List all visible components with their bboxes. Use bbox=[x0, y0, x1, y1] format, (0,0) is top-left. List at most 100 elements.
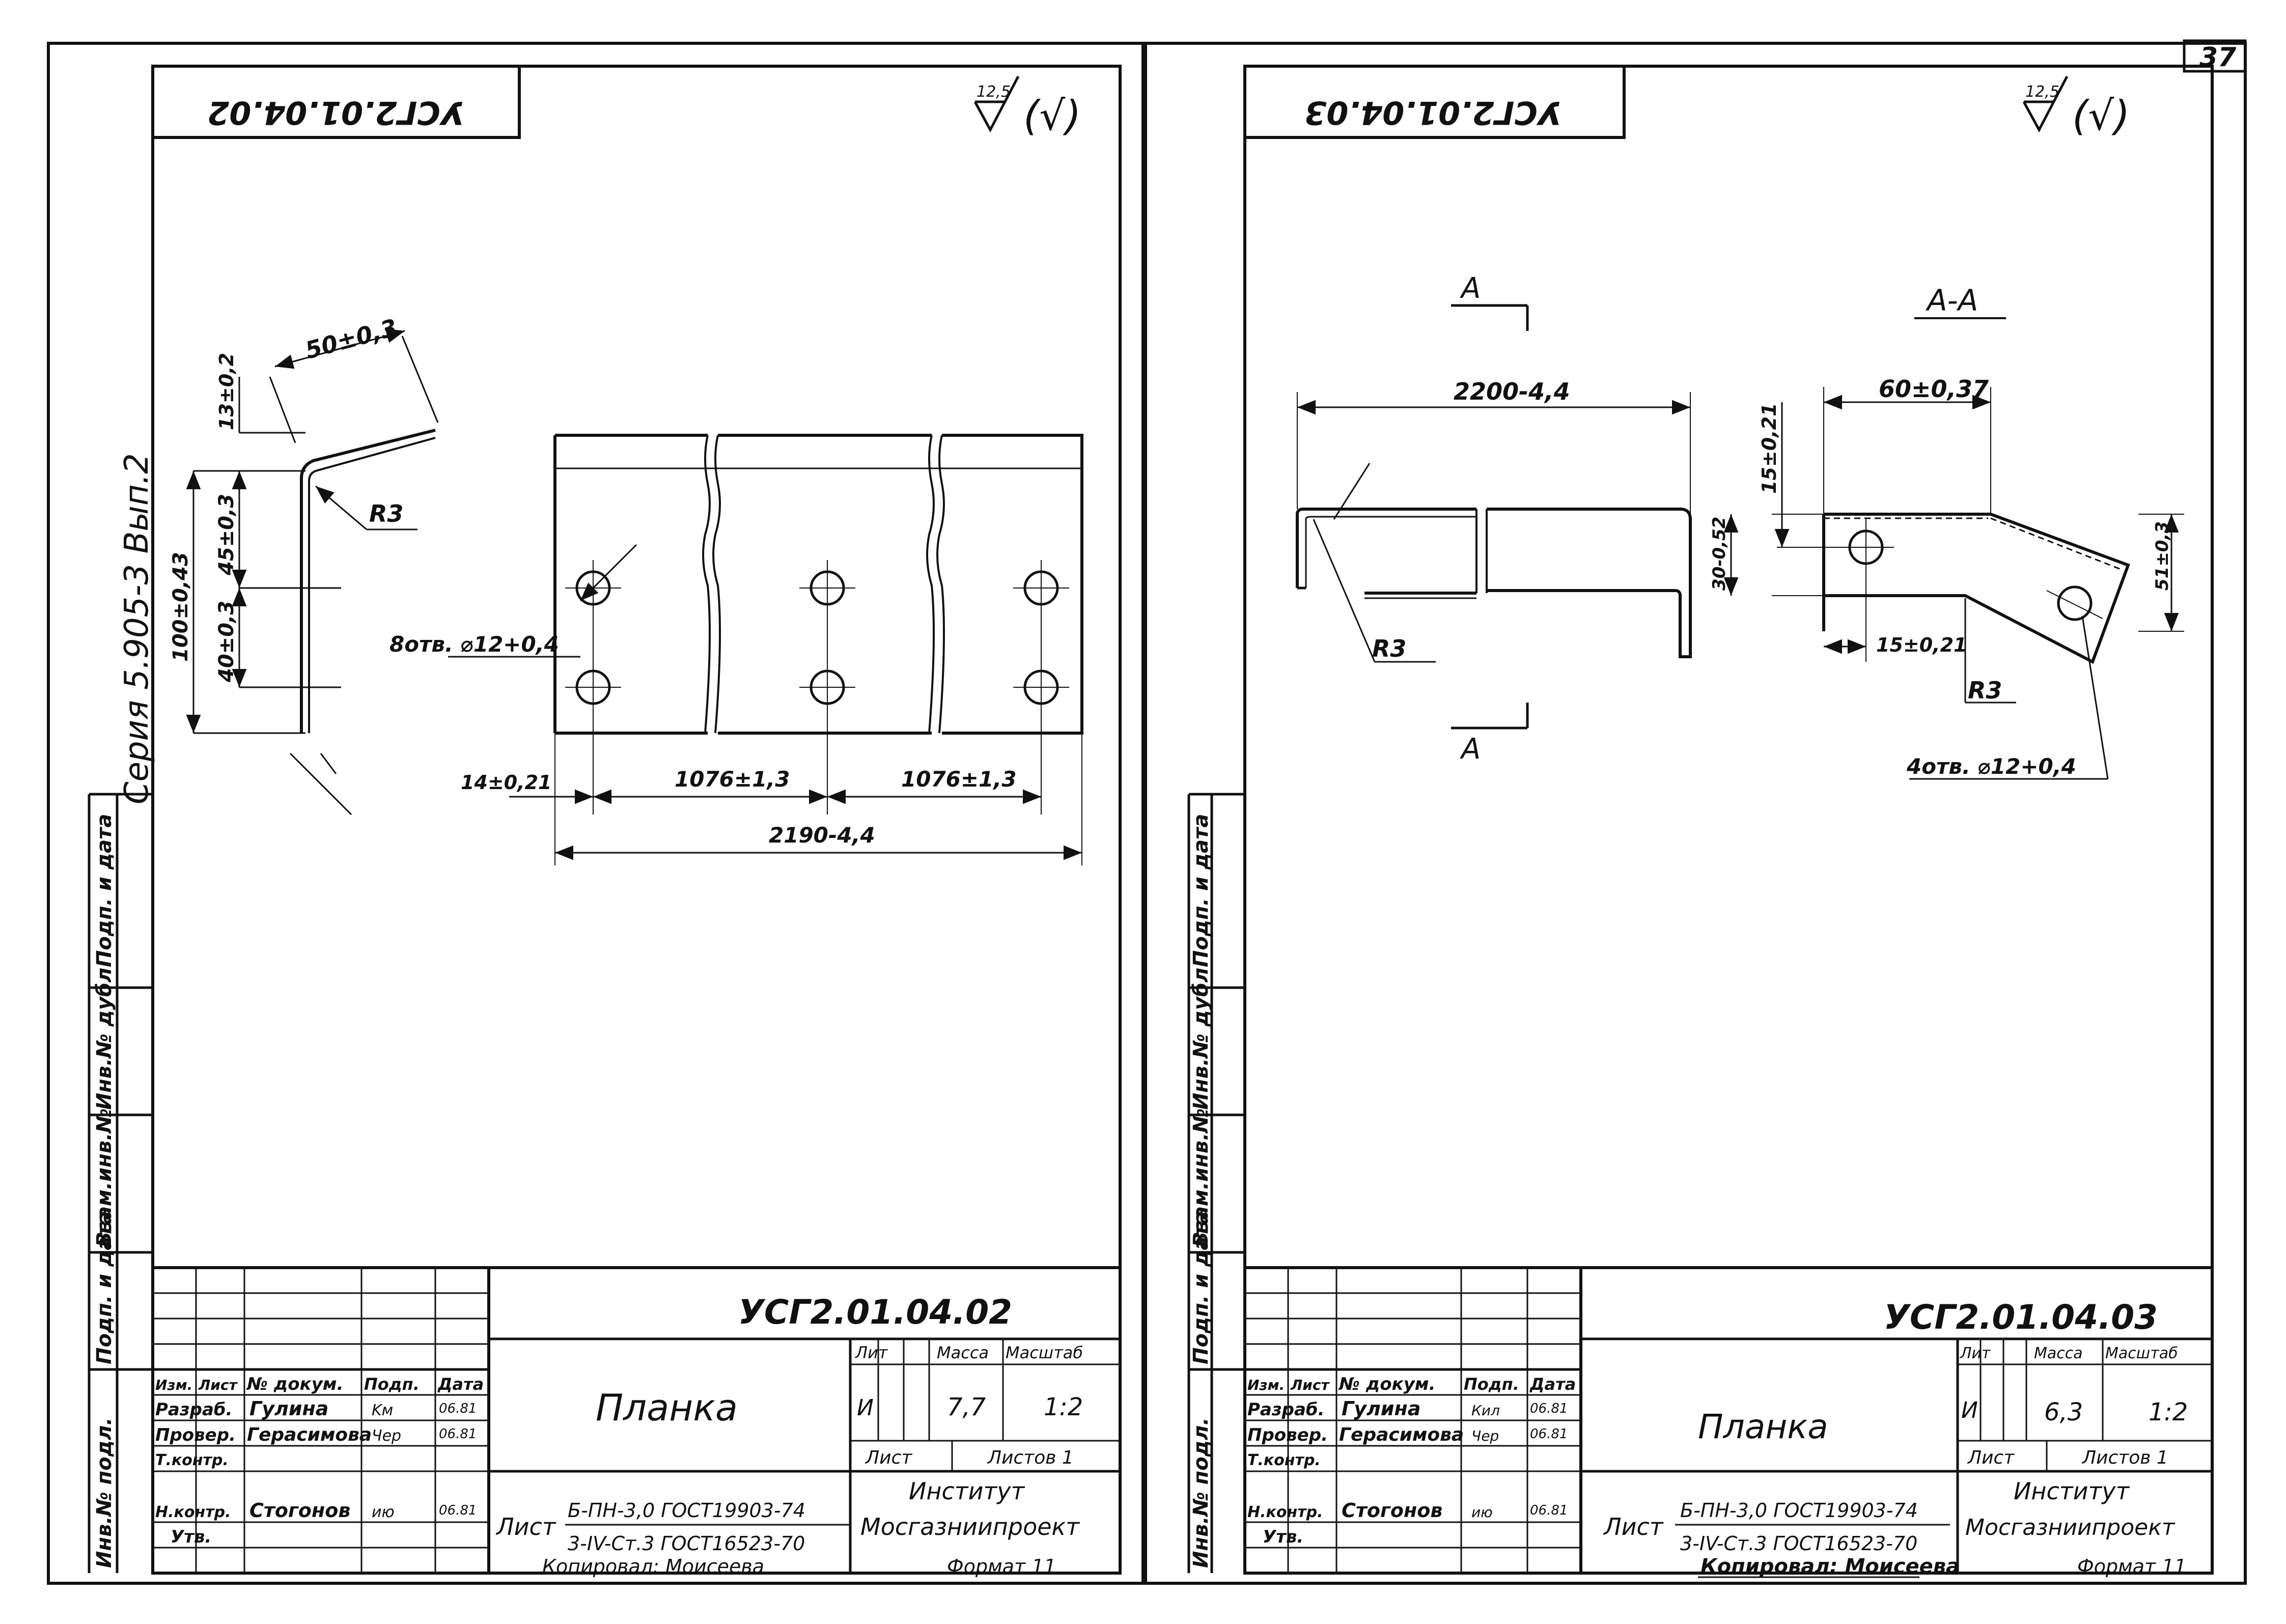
plan-pitch1-label: 1076±1,3 bbox=[675, 767, 790, 792]
dim-height-total: 100±0,43 bbox=[169, 552, 192, 662]
tb2-row-dev-name: Гулина bbox=[1342, 1397, 1420, 1420]
dim-flange-length: 50±0,3 bbox=[302, 314, 400, 365]
roughness-symbol: 12,5 (√) bbox=[973, 75, 1081, 139]
tb2-format: Формат 11 bbox=[2077, 1555, 2187, 1578]
profile-view: 50±0,3 13±0,2 100±0,43 45±0,3 40±0,3 R3 bbox=[169, 314, 439, 816]
tb-material-top: Б-ПН-3,0 ГОСТ19903-74 bbox=[568, 1499, 805, 1522]
side-view: А А 2200-4,4 R3 bbox=[1296, 272, 1692, 766]
strip-label-sign-date-1: Подп. и дата bbox=[93, 814, 116, 967]
tb-header-docnum: № докум. bbox=[246, 1374, 344, 1394]
dim-bend-height: 13±0,2 bbox=[215, 353, 238, 430]
tb-mass-value: 7,7 bbox=[947, 1393, 986, 1421]
tb2-material-top: Б-ПН-3,0 ГОСТ19903-74 bbox=[1680, 1499, 1918, 1522]
sheet-left-outer-frame bbox=[47, 42, 1145, 1585]
tb2-row-approve-role: Утв. bbox=[1263, 1527, 1303, 1547]
section-holes-label: 4отв. ⌀12+0,4 bbox=[1906, 754, 2076, 779]
sheet-right: Подп. и дата Инв.№ дубл. Взам.инв.№ Подп… bbox=[1144, 42, 2247, 1585]
tb-header-sheet: Лист bbox=[198, 1377, 238, 1393]
section-top-offset-label: 15±0,21 bbox=[1758, 403, 1780, 494]
tb-row-approve-role: Утв. bbox=[171, 1527, 211, 1547]
dim-upper-offset: 45±0,3 bbox=[215, 494, 238, 576]
left-strip: Подп. и дата Инв.№ дубл. Взам.инв.№ Подп… bbox=[88, 793, 153, 1573]
section-flange-label: 30-0,52 bbox=[1709, 517, 1730, 591]
section-mark-bottom: А bbox=[1460, 733, 1481, 766]
section-bottom-offset-label: 15±0,21 bbox=[1876, 634, 1967, 656]
title-part-name: Планка bbox=[596, 1386, 738, 1429]
tb-row-ncontrol-role: Н.контр. bbox=[155, 1503, 231, 1521]
tb-scale-label: Масштаб bbox=[1006, 1343, 1083, 1362]
tb-row-check-name: Герасимова bbox=[247, 1424, 372, 1445]
tb2-row-dev-date: 06.81 bbox=[1530, 1401, 1568, 1416]
sheet-right-inner-frame bbox=[1243, 65, 2214, 1575]
tb-sheet-label: Лист bbox=[865, 1447, 912, 1468]
tb-row-check-sign: Чер bbox=[372, 1427, 401, 1445]
tb2-row-dev-role: Разраб. bbox=[1247, 1399, 1325, 1420]
tb2-copied-by: Копировал: Моисеева bbox=[1700, 1555, 1960, 1578]
title2-doc-code: УСГ2.01.04.03 bbox=[1884, 1298, 2158, 1337]
roughness-suffix: (√) bbox=[1023, 92, 1081, 139]
tb-org-line1: Институт bbox=[909, 1477, 1025, 1505]
title-doc-code: УСГ2.01.04.02 bbox=[738, 1293, 1012, 1332]
plan-holes-label: 8отв. ⌀12+0,4 bbox=[389, 632, 559, 657]
strip-label-sign-date-2: Подп. и дата bbox=[93, 1211, 116, 1364]
tb2-row-ncontrol-date: 06.81 bbox=[1530, 1503, 1568, 1518]
tb-row-ncontrol-date: 06.81 bbox=[439, 1503, 477, 1518]
tb2-header-date: Дата bbox=[1529, 1375, 1576, 1394]
tb2-material-bottom: 3-IV-Ст.3 ГОСТ16523-70 bbox=[1680, 1532, 1917, 1555]
tb2-scale-label: Масштаб bbox=[2105, 1345, 2178, 1362]
tb-row-ncontrol-sign: ию bbox=[372, 1503, 395, 1521]
tb2-row-dev-sign: Кил bbox=[1471, 1402, 1500, 1419]
section-width-label: 60±0,37 bbox=[1879, 375, 1989, 403]
tb2-material-prefix: Лист bbox=[1603, 1513, 1664, 1541]
tb-row-ncontrol-name: Стогонов bbox=[249, 1499, 350, 1522]
tb-header-date: Дата bbox=[437, 1375, 484, 1394]
code-stamp-box-2: УСГ2.01.04.03 bbox=[1243, 65, 1626, 139]
strip2-label-sign-date-2: Подп. и дата bbox=[1189, 1211, 1213, 1364]
section-aa: А-А 60±0,37 15±0,21 30-0,52 15±0,21 bbox=[1709, 283, 2184, 780]
tb-mass-label: Масса bbox=[937, 1343, 989, 1362]
tb2-header-sign: Подп. bbox=[1464, 1375, 1519, 1394]
roughness-value-2: 12,5 bbox=[2025, 83, 2059, 101]
tb-lit-label: Лит bbox=[855, 1343, 888, 1362]
tb2-header-sheet: Лист bbox=[1290, 1377, 1330, 1393]
tb-org-line2: Мосгазниипроект bbox=[860, 1513, 1080, 1541]
series-label: Серия 5.905-3 Вып.2 bbox=[118, 453, 156, 804]
dim-radius: R3 bbox=[369, 500, 403, 527]
side-radius-label: R3 bbox=[1372, 635, 1406, 662]
tb2-sheets-label: Листов 1 bbox=[2081, 1447, 2168, 1468]
roughness-value: 12,5 bbox=[977, 83, 1011, 101]
left-strip-2: Подп. и дата Инв.№ дубл. Взам.инв.№ Подп… bbox=[1187, 793, 1245, 1573]
tb-sheets-label: Листов 1 bbox=[987, 1447, 1074, 1468]
title-block-2: УСГ2.01.04.03 Планка Изм. Лист № докум. … bbox=[1245, 1266, 2212, 1578]
tb2-scale-value: 1:2 bbox=[2149, 1398, 2188, 1426]
sheet-right-outer-frame bbox=[1144, 42, 2247, 1585]
tb-format: Формат 11 bbox=[947, 1555, 1056, 1578]
code-stamp-text-2: УСГ2.01.04.03 bbox=[1304, 94, 1562, 131]
tb2-org-line1: Институт bbox=[2014, 1477, 2130, 1505]
tb-scale-value: 1:2 bbox=[1044, 1393, 1083, 1421]
tb2-header-docnum: № докум. bbox=[1338, 1374, 1436, 1394]
tb-row-tcontrol-role: Т.контр. bbox=[155, 1451, 229, 1469]
tb-header-sign: Подп. bbox=[364, 1375, 420, 1394]
tb2-lit-label: Лит bbox=[1960, 1345, 1991, 1362]
plan-pitch2-label: 1076±1,3 bbox=[901, 767, 1017, 792]
tb2-row-check-name: Герасимова bbox=[1339, 1424, 1464, 1445]
section-radius-label: R3 bbox=[1968, 677, 2002, 704]
tb2-mass-label: Масса bbox=[2034, 1345, 2083, 1362]
sheet-left-inner-frame bbox=[151, 65, 1122, 1575]
roughness-suffix-2: (√) bbox=[2072, 92, 2130, 139]
sheet-left: Подп. и дата Инв.№ дубл. Взам.инв.№ Подп… bbox=[47, 42, 1145, 1585]
plan-edge-label: 14±0,21 bbox=[461, 771, 551, 794]
dim-lower-offset: 40±0,3 bbox=[215, 601, 238, 683]
tb-row-check-date: 06.81 bbox=[439, 1426, 477, 1442]
code-stamp-text: УСГ2.01.04.02 bbox=[207, 94, 464, 131]
roughness-symbol-2: 12,5 (√) bbox=[2022, 75, 2130, 139]
tb-header-rev: Изм. bbox=[155, 1377, 192, 1393]
tb-row-check-role: Провер. bbox=[155, 1425, 236, 1445]
tb-material-bottom: 3-IV-Ст.3 ГОСТ16523-70 bbox=[568, 1532, 805, 1555]
section-mark-top: А bbox=[1460, 272, 1481, 305]
strip2-label-orig-inv: Инв.№ подл. bbox=[1189, 1417, 1213, 1568]
tb2-org-line2: Мосгазниипроект bbox=[1965, 1515, 2176, 1541]
tb2-row-check-sign: Чер bbox=[1471, 1427, 1499, 1444]
